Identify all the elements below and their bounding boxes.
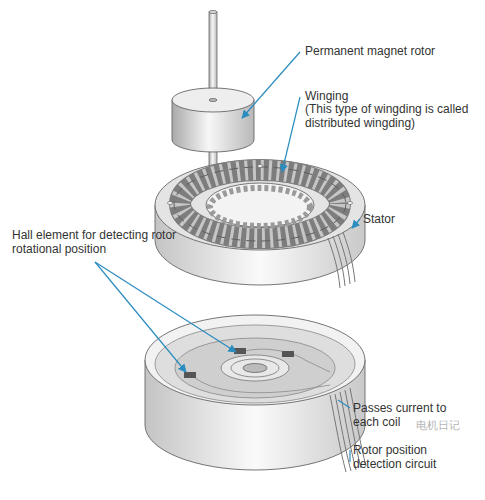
winding: [174, 167, 346, 241]
housing-rim: [145, 315, 365, 405]
wire: [330, 395, 346, 472]
trace: [305, 360, 330, 372]
wire: [333, 236, 345, 286]
part-label: Rotor position detection circuit: [353, 443, 463, 471]
watermark: 电机日记: [416, 418, 485, 432]
leader-line: [95, 262, 236, 352]
part-label: Stator: [363, 212, 443, 226]
housing-floor: [155, 325, 355, 403]
wire: [328, 238, 340, 288]
stator-teeth: [210, 188, 310, 226]
bearing-ring: [221, 355, 289, 381]
wire: [338, 234, 350, 284]
leader-line: [282, 97, 300, 172]
wire: [343, 232, 355, 282]
hall-element: [184, 372, 196, 378]
trace: [300, 385, 330, 390]
winding: [180, 170, 340, 238]
traces: [195, 349, 330, 393]
mount-hole: [258, 165, 263, 168]
part-label: Winging: [305, 89, 425, 103]
stator-wires: [328, 232, 355, 288]
circuit-board: [175, 338, 335, 398]
trace: [195, 378, 300, 393]
trace: [242, 349, 305, 360]
mount-hole: [168, 202, 173, 205]
mount-hole: [348, 202, 353, 205]
part-label: Permanent magnet rotor: [305, 44, 475, 58]
winding: [180, 170, 340, 238]
leader-line: [242, 52, 300, 118]
stator: [155, 160, 365, 288]
leader-line: [338, 400, 350, 408]
shaft-end: [209, 11, 217, 14]
hall-element: [282, 351, 294, 357]
leader-line: [349, 450, 350, 462]
leader-line: [352, 219, 360, 228]
bearing-ring: [243, 364, 267, 373]
base-housing: [145, 315, 366, 472]
hall-element: [234, 348, 246, 354]
shaft-hole: [209, 99, 217, 102]
magnet-top: [172, 88, 254, 112]
leader-line: [95, 262, 186, 372]
part-label: Hall element for detecting rotor rotatio…: [12, 228, 192, 256]
bearing-ring: [231, 359, 279, 377]
rotor: [172, 11, 254, 169]
stator-bore: [206, 183, 314, 227]
note-text: (This type of wingding is called distrib…: [305, 102, 470, 130]
